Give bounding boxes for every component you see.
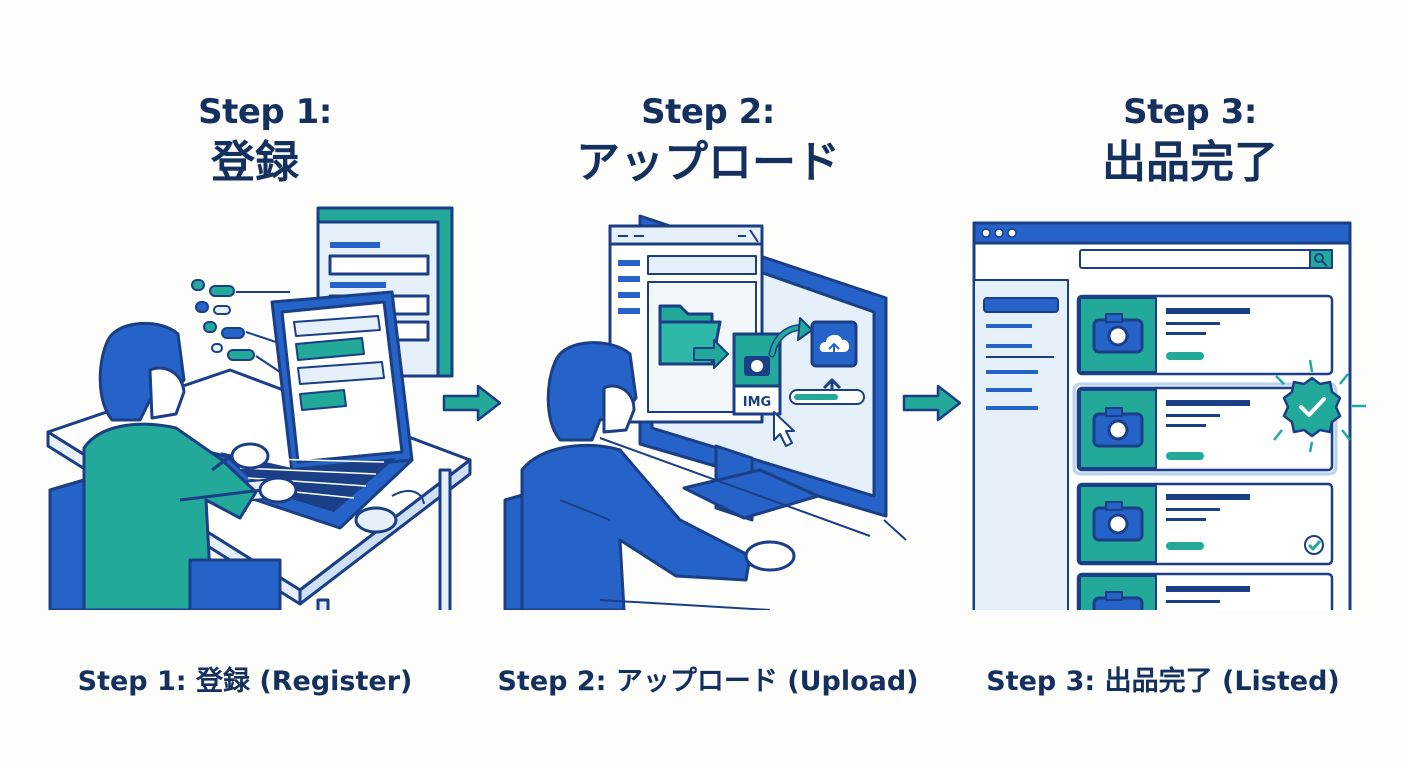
arrow-right-icon <box>442 384 502 422</box>
step-1-heading: Step 1: 登録 <box>140 92 390 190</box>
listing-card-highlighted <box>1072 382 1338 476</box>
person-1 <box>82 321 298 610</box>
cursor-icon <box>773 411 795 447</box>
step-3-heading: Step 3: 出品完了 <box>1040 92 1340 190</box>
step-2-title: アップロード <box>576 137 840 188</box>
listing-card <box>1076 572 1334 610</box>
camera-icon <box>1092 501 1144 542</box>
data-flow-pills <box>191 279 290 377</box>
step-2-number: Step 2: <box>641 92 775 132</box>
listing-card <box>1076 482 1334 566</box>
step-3-title: 出品完了 <box>1102 137 1278 188</box>
step-3-caption: Step 3: 出品完了 (Listed) <box>986 666 1340 697</box>
search-bar <box>1079 249 1333 269</box>
mouse <box>354 489 425 534</box>
step-1-title: 登録 <box>211 137 299 188</box>
move-arrow-icon <box>693 339 729 369</box>
image-file-label: IMG <box>743 395 771 410</box>
step-2-caption: Step 2: アップロード (Upload) <box>497 666 919 697</box>
step-3-number: Step 3: <box>1123 92 1257 132</box>
camera-icon <box>1092 407 1144 448</box>
laptop <box>198 290 414 530</box>
arrow-right-icon <box>902 384 962 422</box>
check-badge-icon <box>1273 359 1366 453</box>
step-1-caption: Step 1: 登録 (Register) <box>77 666 413 697</box>
step-2-illustration: IMG <box>503 214 907 610</box>
curved-arrow-head <box>797 317 813 341</box>
listing-card <box>1076 294 1334 376</box>
step-1-number: Step 1: <box>198 92 332 132</box>
step-1-illustration <box>46 206 472 610</box>
cloud-upload-icon <box>810 320 858 368</box>
search-icon <box>1314 253 1328 267</box>
step-2-heading: Step 2: アップロード <box>558 92 858 190</box>
browser-titlebar <box>972 221 1352 245</box>
upload-progress-bar <box>789 389 865 405</box>
camera-icon <box>1092 591 1144 610</box>
camera-icon <box>1092 313 1144 354</box>
step-3-illustration <box>972 221 1352 610</box>
person-2 <box>520 341 796 610</box>
check-icon <box>1304 535 1324 555</box>
sidebar <box>973 279 1069 610</box>
